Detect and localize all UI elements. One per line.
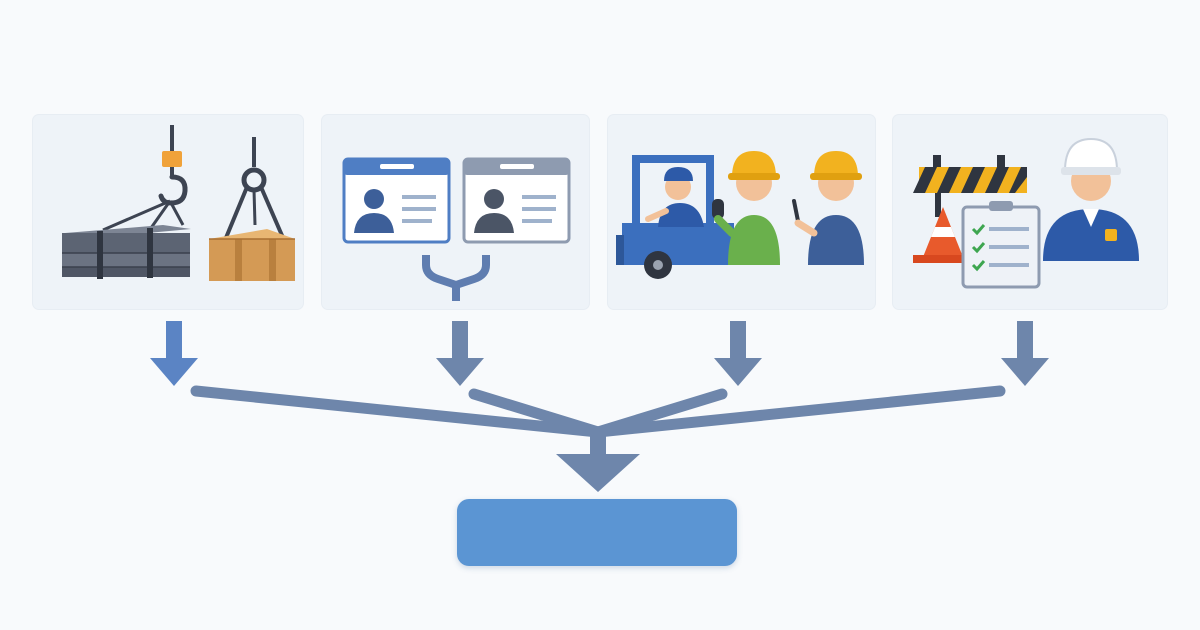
arrow-from-panel-2 bbox=[436, 321, 484, 386]
id-card-icon bbox=[342, 157, 451, 244]
cardboard-box-icon bbox=[209, 229, 295, 281]
converging-lines bbox=[190, 385, 1006, 438]
result-box bbox=[457, 499, 737, 566]
main-down-arrow bbox=[556, 430, 640, 492]
crane-lifting-panel bbox=[33, 115, 303, 309]
merge-connector-icon bbox=[422, 255, 490, 301]
id-cards-illustration bbox=[342, 157, 571, 301]
checklist-icon bbox=[961, 201, 1041, 289]
steel-plates-icon bbox=[62, 225, 191, 279]
forklift-icon bbox=[616, 155, 734, 279]
id-card-icon bbox=[462, 157, 571, 244]
arrow-from-panel-3 bbox=[714, 321, 762, 386]
arrow-from-panel-4 bbox=[1001, 321, 1049, 386]
safety-inspection-illustration bbox=[913, 137, 1139, 289]
crane-hook-icon bbox=[158, 125, 188, 206]
safety-inspection-panel bbox=[893, 115, 1167, 309]
sling-lines bbox=[102, 199, 185, 232]
forklift-workers-illustration bbox=[616, 151, 864, 279]
worker-hardhat-icon bbox=[712, 151, 780, 265]
lifting-clamp-icon bbox=[221, 137, 289, 248]
traffic-cone-icon bbox=[913, 207, 973, 263]
worker-hardhat-icon bbox=[792, 151, 864, 265]
driver-icon bbox=[645, 167, 704, 227]
arrow-from-panel-1 bbox=[150, 321, 198, 386]
crane-lifting-illustration bbox=[62, 125, 295, 281]
id-cards-panel bbox=[322, 115, 589, 309]
barrier-icon bbox=[913, 155, 1027, 217]
inspector-icon bbox=[1043, 137, 1139, 261]
forklift-workers-panel bbox=[608, 115, 875, 309]
